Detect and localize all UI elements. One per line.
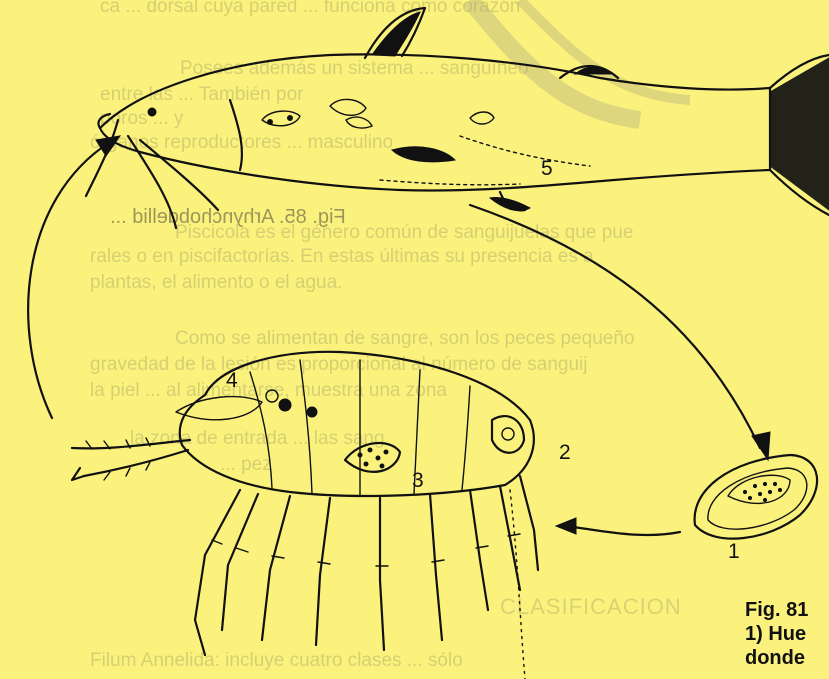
stage-label-5: 5: [541, 158, 553, 179]
caption-line: Fig. 81: [745, 598, 829, 622]
stage-label-1: 1: [728, 541, 740, 562]
cycle-arrows: [28, 136, 770, 535]
fish-drawing: [86, 8, 829, 228]
figure-caption: Fig. 81 1) Hue donde: [745, 598, 829, 670]
caption-line: donde: [745, 646, 829, 670]
stage-label-4: 4: [226, 370, 238, 391]
amphipod-drawing: [72, 352, 538, 679]
background-swirl: [470, 0, 690, 120]
cocoon-drawing: [695, 455, 817, 539]
stage-label-2: 2: [559, 442, 571, 463]
stage-label-3: 3: [412, 470, 424, 491]
caption-line: 1) Hue: [745, 622, 829, 646]
